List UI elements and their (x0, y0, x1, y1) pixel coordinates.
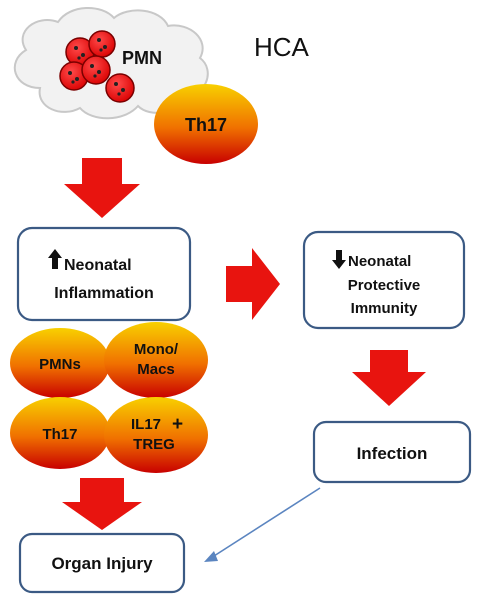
cell-il17-plus: + (172, 414, 183, 435)
connector-arrowhead (204, 551, 218, 562)
connector-line (213, 487, 321, 557)
box-protective-immunity (302, 230, 466, 330)
box-organ-injury (18, 532, 186, 594)
up-arrow-icon (48, 249, 62, 269)
cloud-shape (13, 6, 209, 120)
arrow-down-right (352, 350, 426, 406)
immunity-line3: Immunity (351, 300, 418, 317)
cell-pmns (10, 328, 110, 398)
down-arrow-icon (332, 250, 346, 269)
cell-il17-treg (104, 397, 208, 473)
cell-th17-label: Th17 (42, 426, 77, 443)
pmn-cell (105, 73, 135, 103)
pmn-cell-cluster (59, 30, 135, 103)
organ-injury-label: Organ Injury (51, 554, 153, 573)
diagram-title: HCA (254, 32, 310, 62)
inflammation-line2: Inflammation (54, 285, 154, 302)
th17-top-label: Th17 (185, 115, 227, 135)
pmn-cell (81, 55, 111, 85)
cell-mono-label-2: Macs (137, 361, 175, 378)
cell-th17 (10, 397, 110, 469)
arrow-down-top (64, 158, 140, 218)
cell-mono-label-1: Mono/ (134, 341, 179, 358)
cell-il17-label-2: TREG (133, 436, 175, 453)
cloud-label-pmn: PMN (122, 48, 162, 68)
cell-pmns-label: PMNs (39, 356, 81, 373)
box-neonatal-inflammation (16, 226, 192, 322)
pmn-nuclei (68, 38, 125, 96)
infection-label: Infection (357, 444, 428, 463)
th17-top-cell (154, 84, 258, 164)
arrow-right (226, 248, 280, 320)
inflammation-line1: Neonatal (64, 257, 132, 274)
cell-il17-label-1: IL17 (131, 416, 161, 433)
immunity-line2: Protective (348, 277, 421, 294)
immunity-line1: Neonatal (348, 253, 411, 270)
cell-mono-macs (104, 322, 208, 398)
arrow-down-bottom-left (62, 478, 142, 530)
box-infection (312, 420, 472, 484)
pmn-cell (88, 30, 116, 58)
